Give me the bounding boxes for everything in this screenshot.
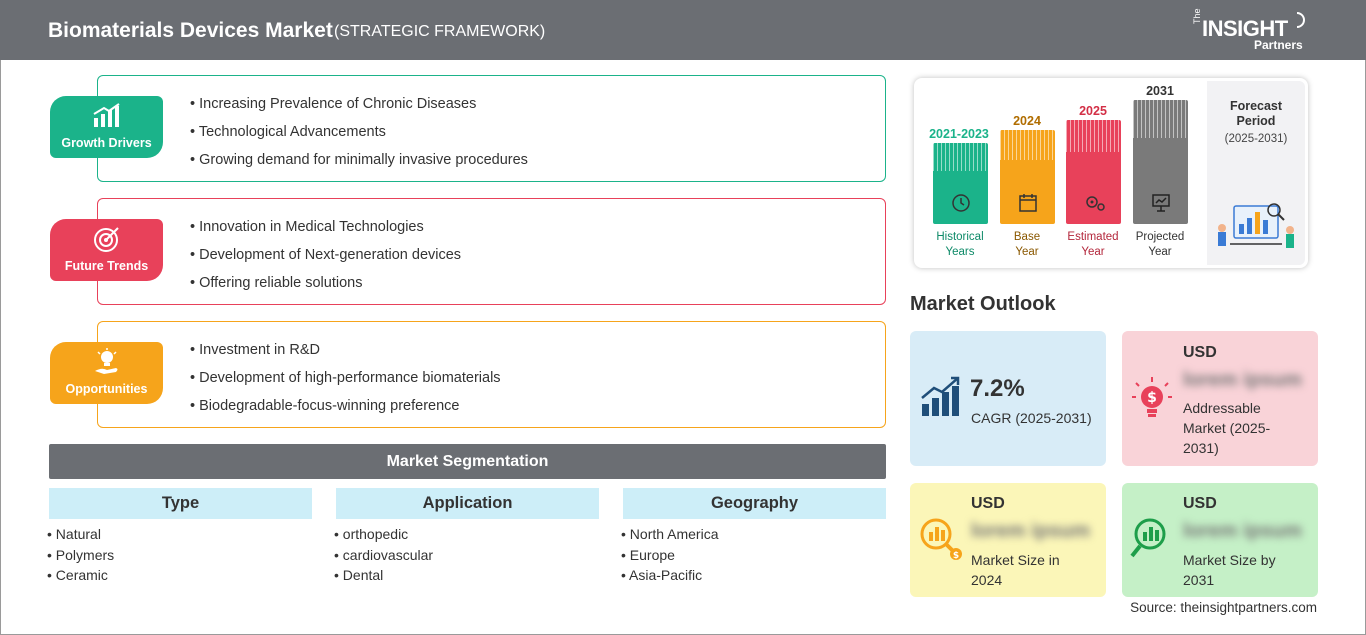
segment-type-list: Natural Polymers Ceramic	[47, 526, 114, 588]
opportunities-label: Opportunities	[65, 382, 148, 396]
list-item: cardiovascular	[334, 547, 433, 568]
analytics-people-icon	[1218, 203, 1294, 248]
size-2031-label: Market Size by 2031	[1183, 552, 1276, 588]
money-magnifier-icon: $	[920, 518, 962, 561]
size-2031-value: lorem ipsum	[1183, 520, 1302, 542]
future-trends-card: Innovation in Medical Technologies Devel…	[97, 198, 886, 305]
svg-text:$: $	[953, 551, 959, 561]
target-icon	[94, 227, 119, 252]
logo-arc-icon	[1296, 12, 1305, 28]
list-item: Growing demand for minimally invasive pr…	[190, 150, 528, 178]
growth-drivers-card: Increasing Prevalence of Chronic Disease…	[97, 75, 886, 182]
future-trends-label: Future Trends	[64, 259, 149, 273]
list-item: Europe	[621, 547, 719, 568]
list-item: Development of Next-generation devices	[190, 245, 461, 273]
header-bar: Biomaterials Devices Market (STRATEGIC F…	[0, 0, 1366, 60]
estimate-gear-icon	[1086, 196, 1105, 211]
bar-year-estimated: 2025	[1079, 104, 1107, 118]
dollar-bulb-icon: $	[1132, 377, 1172, 417]
cagr-value: 7.2%	[970, 375, 1025, 402]
bar-projected	[1133, 100, 1188, 224]
bar-label-projected: Projected Year	[1135, 231, 1185, 258]
insight-partners-logo[interactable]: The INSIGHT Partners	[1190, 8, 1320, 54]
opportunities-list: Investment in R&D Development of high-pe…	[190, 340, 501, 424]
list-item: orthopedic	[334, 526, 433, 547]
opportunities-card: Investment in R&D Development of high-pe…	[97, 321, 886, 428]
presentation-chart-icon	[1152, 194, 1170, 212]
growth-magnifier-icon	[1130, 518, 1166, 558]
future-trends-badge: Future Trends	[50, 219, 163, 281]
size-2031-currency: USD	[1183, 495, 1217, 512]
list-item: North America	[621, 526, 719, 547]
segment-geography-list: North America Europe Asia-Pacific	[621, 526, 719, 588]
bar-year-historical: 2021-2023	[929, 127, 989, 141]
bar-label-estimated: Estimated Year	[1067, 231, 1119, 258]
list-item: Increasing Prevalence of Chronic Disease…	[190, 94, 528, 122]
list-item: Biodegradable-focus-winning preference	[190, 396, 501, 424]
logo-partners: Partners	[1254, 38, 1303, 52]
list-item: Investment in R&D	[190, 340, 501, 368]
growth-drivers-list: Increasing Prevalence of Chronic Disease…	[190, 94, 528, 178]
list-item: Offering reliable solutions	[190, 273, 461, 301]
bar-label-historical: Historical Years	[936, 231, 984, 258]
bar-base	[1000, 130, 1055, 224]
calendar-icon	[1019, 194, 1037, 212]
growth-drivers-badge: Growth Drivers	[50, 96, 163, 158]
opportunities-badge: Opportunities	[50, 342, 163, 404]
cagr-tile: 7.2% CAGR (2025-2031)	[910, 331, 1106, 466]
page-title: Biomaterials Devices Market	[48, 19, 333, 42]
svg-text:$: $	[1147, 390, 1157, 406]
list-item: Development of high-performance biomater…	[190, 368, 500, 396]
source-citation: Source: theinsightpartners.com	[1130, 600, 1317, 615]
size-2024-value: lorem ipsum	[971, 520, 1090, 542]
segment-type-header: Type	[49, 488, 312, 519]
timeline-panel: 2021-2023 Historical Years 2024 Base Yea…	[914, 78, 1308, 268]
bar-estimated	[1066, 120, 1121, 224]
list-item: Dental	[334, 567, 433, 588]
market-size-2031-tile: USD lorem ipsum Market Size by 2031	[1122, 483, 1318, 597]
list-item: Innovation in Medical Technologies	[190, 217, 461, 245]
addressable-value: lorem ipsum	[1183, 369, 1302, 391]
size-2024-label: Market Size in 2024	[971, 552, 1060, 588]
list-item: Natural	[47, 526, 114, 547]
forecast-range: (2025-2031)	[1224, 133, 1288, 145]
addressable-label: Addressable Market (2025-2031)	[1183, 400, 1271, 456]
addressable-market-tile: USD lorem ipsum $ Addressable Market (20…	[1122, 331, 1318, 466]
segment-application-header: Application	[336, 488, 599, 519]
list-item: Polymers	[47, 547, 114, 568]
idea-hand-icon	[95, 348, 118, 374]
list-item: Ceramic	[47, 567, 114, 588]
forecast-title: Forecast Period	[1229, 99, 1283, 128]
addressable-currency: USD	[1183, 344, 1217, 361]
bar-year-base: 2024	[1013, 114, 1041, 128]
size-2024-currency: USD	[971, 495, 1005, 512]
bar-year-projected: 2031	[1146, 84, 1174, 98]
future-trends-list: Innovation in Medical Technologies Devel…	[190, 217, 461, 301]
list-item: Technological Advancements	[190, 122, 528, 150]
growth-bars-icon	[921, 376, 960, 416]
logo-insight: INSIGHT	[1202, 16, 1288, 41]
segment-geography-header: Geography	[623, 488, 886, 519]
cagr-label: CAGR (2025-2031)	[971, 410, 1092, 426]
segment-application-list: orthopedic cardiovascular Dental	[334, 526, 433, 588]
logo-the: The	[1192, 8, 1202, 24]
market-outlook-title: Market Outlook	[910, 293, 1056, 315]
growth-drivers-label: Growth Drivers	[61, 136, 152, 150]
bar-historical	[933, 143, 988, 224]
list-item: Asia-Pacific	[621, 567, 719, 588]
market-segmentation-header: Market Segmentation	[49, 444, 886, 479]
growth-chart-icon	[93, 103, 120, 127]
page-subtitle: (STRATEGIC FRAMEWORK)	[334, 23, 546, 40]
bar-label-base: Base Year	[1013, 231, 1041, 258]
market-size-2024-tile: USD lorem ipsum $ Market Size in 2024	[910, 483, 1106, 597]
history-clock-icon	[952, 194, 970, 212]
